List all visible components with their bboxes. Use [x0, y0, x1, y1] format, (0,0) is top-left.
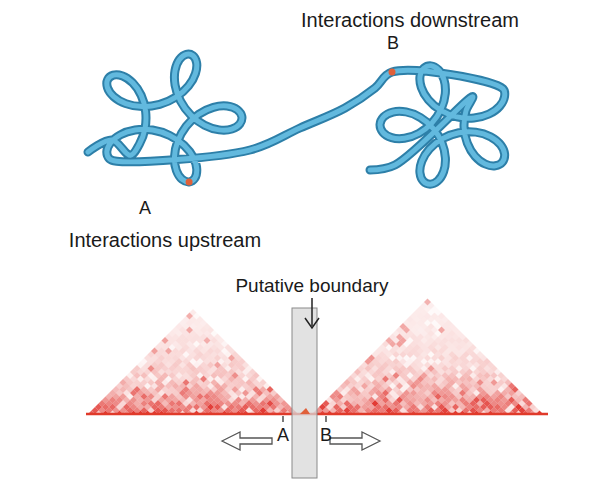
hollow-arrow	[222, 432, 272, 450]
region-label: Interactions downstream	[301, 9, 519, 31]
locus-label: A	[277, 426, 289, 446]
tick-mark	[282, 416, 283, 422]
locus-dot	[389, 69, 396, 76]
chromatin-fiber	[88, 54, 505, 185]
hollow-arrow	[330, 432, 380, 450]
locus-label: B	[320, 426, 332, 446]
pointer-arrow	[311, 298, 313, 326]
boundary-label: Putative boundary	[235, 276, 388, 297]
tick-mark	[325, 416, 326, 422]
boundary-mark	[300, 408, 310, 414]
locus-dot	[186, 178, 193, 185]
locus-label: B	[387, 34, 399, 54]
boundary-band	[292, 308, 317, 478]
locus-label: A	[139, 199, 151, 219]
fiber-body	[88, 54, 505, 184]
pointer-arrowhead	[305, 318, 319, 328]
fiber-outline	[88, 54, 505, 184]
region-label: Interactions upstream	[69, 229, 261, 251]
